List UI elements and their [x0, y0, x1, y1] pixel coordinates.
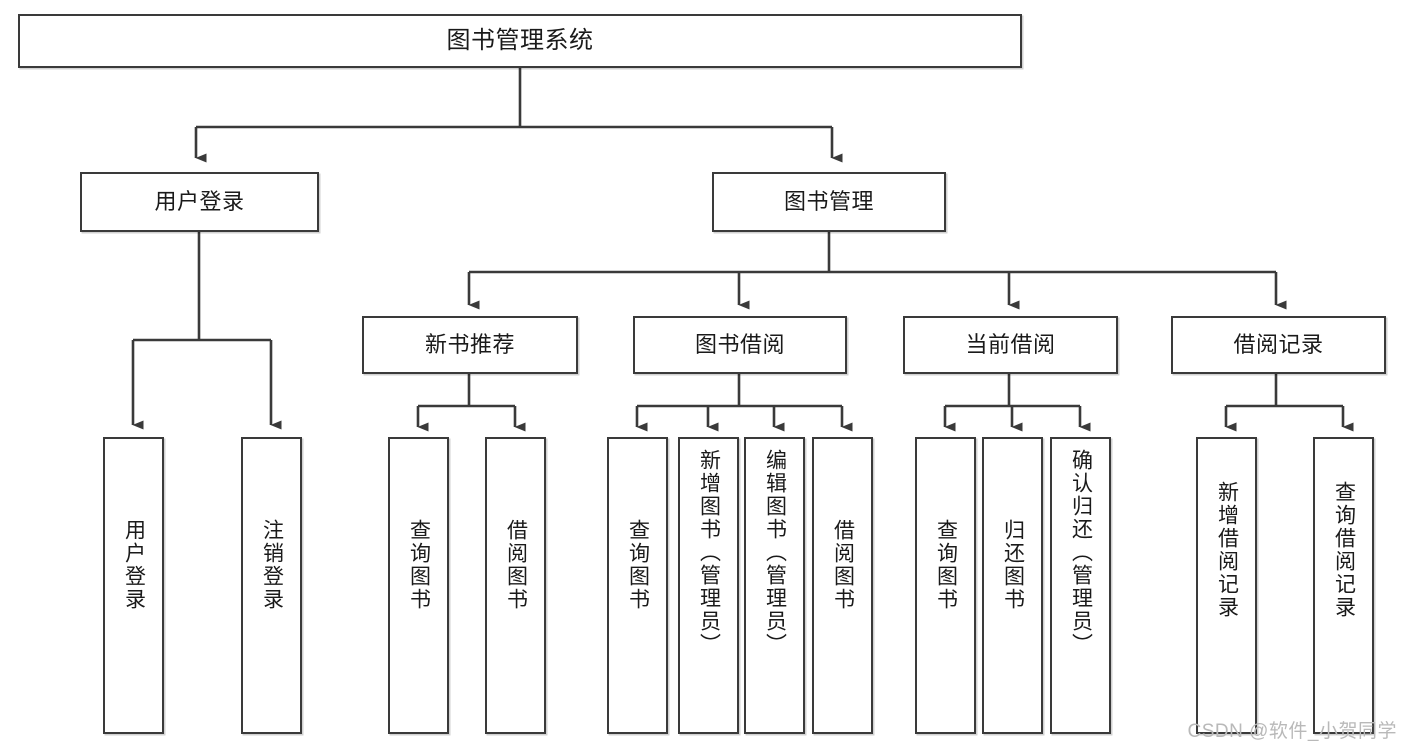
csdn-watermark: CSDN @软件_小贺同学 — [1187, 721, 1397, 742]
node-label: 注销登录 — [260, 519, 284, 611]
node-leaf-user-login[interactable]: 用户登录 — [103, 437, 164, 734]
node-leaf-query-borrow-record[interactable]: 查询借阅记录 — [1313, 437, 1374, 734]
node-leaf-logout-login[interactable]: 注销登录 — [241, 437, 302, 734]
node-leaf-edit-book[interactable]: 编辑图书（管理员） — [744, 437, 805, 734]
node-label: 借阅图书 — [831, 519, 855, 611]
node-label: 当前借阅 — [965, 331, 1056, 357]
node-label: 确认归还（管理员） — [1069, 449, 1093, 656]
node-leaf-add-book[interactable]: 新增图书（管理员） — [678, 437, 739, 734]
node-label: 查询借阅记录 — [1332, 481, 1356, 619]
node-label: 用户登录 — [154, 188, 245, 214]
node-label: 归还图书 — [1001, 519, 1025, 611]
node-label: 编辑图书（管理员） — [763, 449, 787, 656]
node-leaf-return-book[interactable]: 归还图书 — [982, 437, 1043, 734]
node-leaf-confirm-return[interactable]: 确认归还（管理员） — [1050, 437, 1111, 734]
node-label: 新增借阅记录 — [1215, 481, 1239, 619]
node-label: 图书借阅 — [694, 331, 785, 357]
node-label: 新书推荐 — [424, 331, 515, 357]
node-book-management[interactable]: 图书管理 — [712, 172, 946, 232]
node-label: 查询图书 — [407, 519, 431, 611]
node-user-login[interactable]: 用户登录 — [80, 172, 319, 232]
node-label: 图书管理系统 — [446, 26, 594, 54]
node-book-borrow[interactable]: 图书借阅 — [633, 316, 847, 374]
node-current-borrow[interactable]: 当前借阅 — [903, 316, 1118, 374]
node-label: 新增图书（管理员） — [697, 449, 721, 656]
node-label: 图书管理 — [783, 188, 874, 214]
node-label: 借阅图书 — [504, 519, 528, 611]
node-new-book-recommend[interactable]: 新书推荐 — [362, 316, 578, 374]
node-leaf-borrow-book-new[interactable]: 借阅图书 — [485, 437, 546, 734]
node-leaf-add-borrow-record[interactable]: 新增借阅记录 — [1196, 437, 1257, 734]
node-label: 查询图书 — [934, 519, 958, 611]
node-label: 用户登录 — [122, 519, 146, 611]
node-leaf-query-book-new[interactable]: 查询图书 — [388, 437, 449, 734]
node-label: 借阅记录 — [1233, 331, 1324, 357]
node-leaf-query-book-borrow[interactable]: 查询图书 — [607, 437, 668, 734]
node-leaf-borrow-book-borrow[interactable]: 借阅图书 — [812, 437, 873, 734]
node-book-management-system[interactable]: 图书管理系统 — [18, 14, 1022, 68]
node-borrow-record[interactable]: 借阅记录 — [1171, 316, 1386, 374]
node-label: 查询图书 — [626, 519, 650, 611]
node-leaf-query-book-current[interactable]: 查询图书 — [915, 437, 976, 734]
